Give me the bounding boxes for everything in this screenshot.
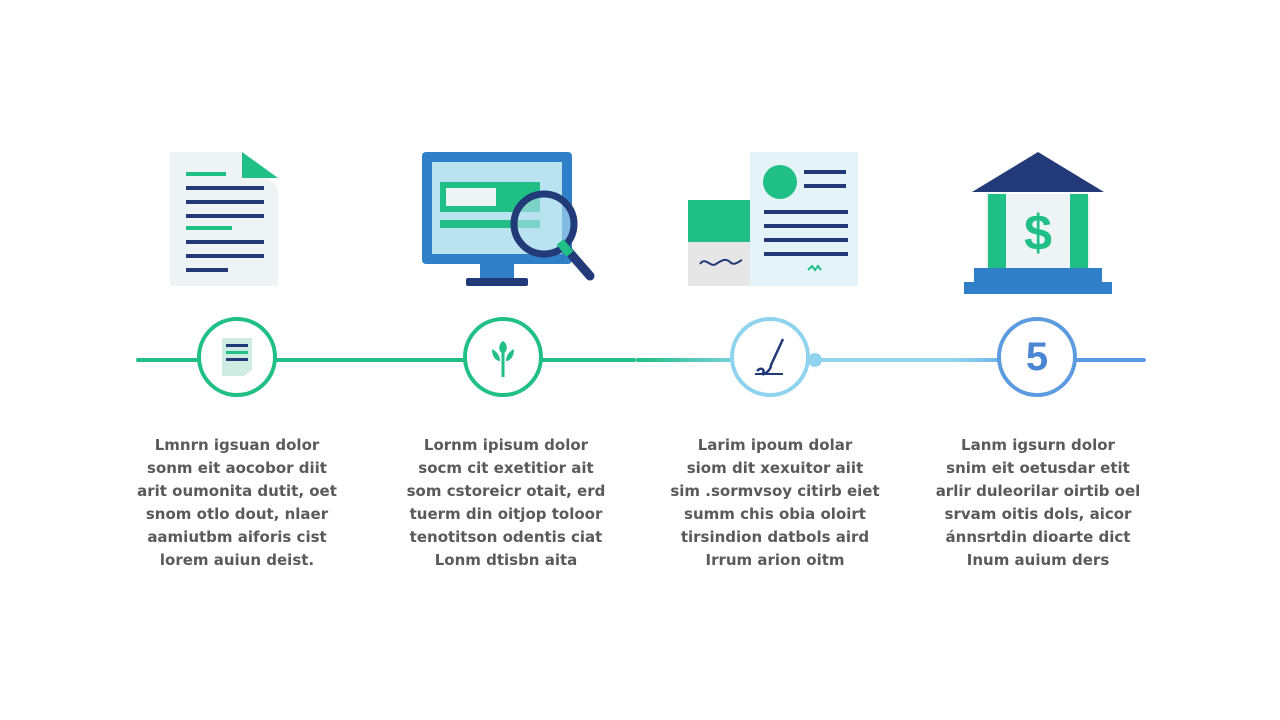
text-line: Lanm igsurn dolor [961,436,1115,454]
text-line: Larim ipoum dolar [697,436,853,454]
text-line: som cstoreicr otait, erd [406,482,606,500]
timeline-dot [808,353,822,367]
timeline-node-2[interactable] [463,317,543,397]
text-line: sim .sormvsoy citirb eiet [670,482,880,500]
text-line: Lornm ipisum dolor [423,436,589,454]
timeline-line [636,358,1036,362]
bank-dollar-icon: $ [962,152,1114,300]
text-line: arit oumonita dutit, oet [137,482,337,500]
text-line: Irrum arion oitm [705,551,845,569]
text-line: siom dit xexuitor aiit [686,459,864,477]
monitor-search-icon [420,152,596,294]
timeline-node-4[interactable]: 5 [997,317,1077,397]
step-description-1: Lmnrn igsuan dolor sonm eit aocobor diit… [117,434,357,572]
sprout-icon [492,341,514,377]
text-line: snim eit oetusdar etit [946,459,1130,477]
text-line: Lmnrn igsuan dolor [154,436,320,454]
timeline-line [1036,358,1146,362]
text-line: sonm eit aocobor diit [147,459,327,477]
text-line: summ chis obia oloirt [684,505,866,523]
svg-text:$: $ [1024,205,1052,261]
step-description-4: Lanm igsurn dolor snim eit oetusdar etit… [918,434,1158,572]
text-line: arlir duleorilar oirtib oel [935,482,1141,500]
text-line: socm cit exetitior ait [418,459,594,477]
step-number: 5 [1025,334,1049,379]
text-line: tenotitson odentis ciat [409,528,603,546]
text-line: snom otlo dout, nlaer [145,505,329,523]
text-line: Inum auium ders [966,551,1110,569]
text-line: srvam oitis dols, aicor [944,505,1132,523]
text-line: tirsindion datbols aird [680,528,870,546]
step-description-2: Lornm ipisum dolor socm cit exetitior ai… [386,434,626,572]
text-line: ánnsrtdin dioarte dict [945,528,1131,546]
signature-icon [755,338,785,376]
text-line: aamiutbm aiforis cist [147,528,327,546]
timeline-line [136,358,636,362]
document-icon [168,150,280,292]
text-line: tuerm din oitjop toloor [409,505,603,523]
timeline-node-3[interactable] [730,317,810,397]
timeline-node-1[interactable] [197,317,277,397]
text-line: lorem auiun deist. [159,551,315,569]
step-description-3: Larim ipoum dolar siom dit xexuitor aiit… [655,434,895,572]
signed-contract-icon [688,152,860,292]
text-line: Lonm dtisbn aita [434,551,578,569]
document-icon [222,338,252,376]
